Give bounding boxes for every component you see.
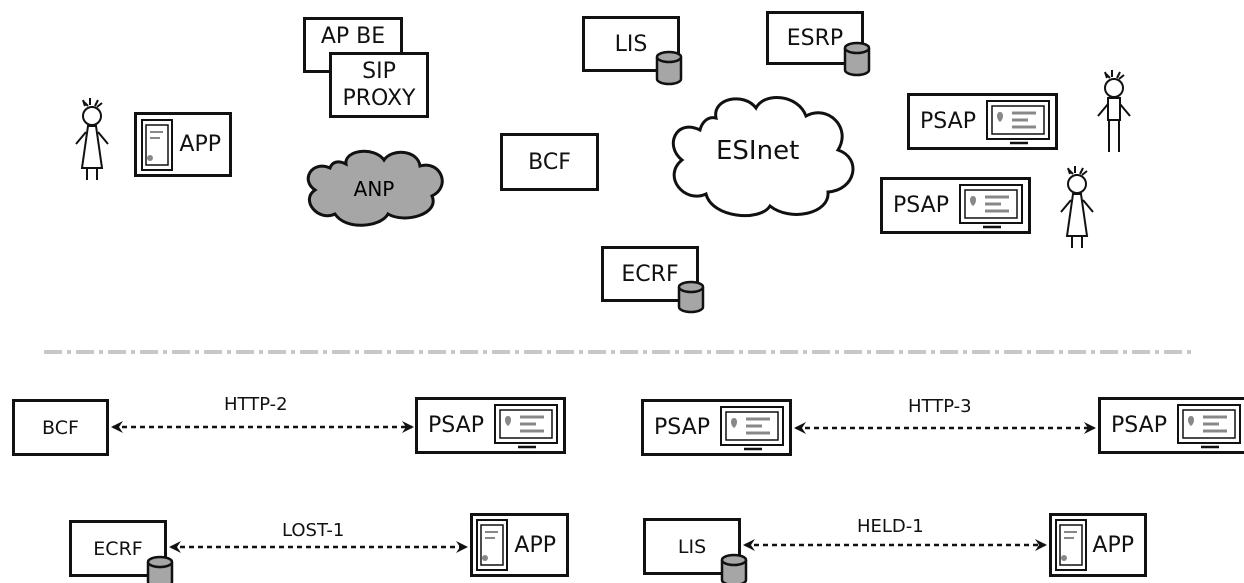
lost-1-label: LOST-1 <box>282 520 345 541</box>
bcf-node-bottom: BCF <box>12 399 109 456</box>
psap-node-bottom-1: PSAP <box>415 397 566 454</box>
http-3-label: HTTP-3 <box>908 396 972 417</box>
psap-label-2: PSAP <box>893 193 949 218</box>
psap-bottom-label-1: PSAP <box>428 413 484 438</box>
lis-node-bottom: LIS <box>643 518 741 575</box>
app-node-bottom-1: APP <box>470 513 569 577</box>
ecrf-label: ECRF <box>621 261 679 287</box>
ecrf-bottom-label: ECRF <box>93 537 143 560</box>
monitor-icon <box>494 100 1241 451</box>
app-bottom-label-1: APP <box>514 532 556 558</box>
psap-node-bottom-3: PSAP <box>1098 397 1244 454</box>
psap-node-1: PSAP <box>907 93 1058 150</box>
sip-proxy-label-2: PROXY <box>342 86 416 111</box>
http-2-label: HTTP-2 <box>224 394 288 415</box>
anp-cloud: ANP <box>306 149 444 227</box>
psap-label-1: PSAP <box>920 109 976 134</box>
lis-label: LIS <box>614 31 648 57</box>
app-node: APP <box>134 112 232 177</box>
app-node-bottom-2: APP <box>1049 513 1147 577</box>
ap-be-label: AP BE <box>320 24 386 49</box>
connection-arrows <box>111 421 1096 553</box>
psap-bottom-label-2: PSAP <box>654 415 710 440</box>
sip-proxy-label-1: SIP <box>362 59 396 84</box>
phone-icon <box>141 119 1087 571</box>
app-label: APP <box>179 132 221 157</box>
held-1-label: HELD-1 <box>857 516 924 537</box>
person-icon <box>75 70 1131 248</box>
database-icon <box>146 41 871 583</box>
bcf-bottom-label: BCF <box>42 416 79 439</box>
esinet-label: ESInet <box>716 136 800 166</box>
bcf-label: BCF <box>528 149 571 175</box>
sip-proxy-node: SIP PROXY <box>329 52 429 118</box>
lis-bottom-label: LIS <box>677 535 707 558</box>
esrp-label: ESRP <box>786 25 844 51</box>
app-bottom-label-2: APP <box>1092 532 1134 558</box>
psap-node-2: PSAP <box>880 177 1031 234</box>
bcf-node: BCF <box>500 133 599 191</box>
esinet-cloud <box>671 96 855 218</box>
psap-bottom-label-3: PSAP <box>1111 413 1167 438</box>
psap-node-bottom-2: PSAP <box>641 399 792 456</box>
esrp-node: ESRP <box>766 11 864 65</box>
anp-label: ANP <box>354 177 395 201</box>
